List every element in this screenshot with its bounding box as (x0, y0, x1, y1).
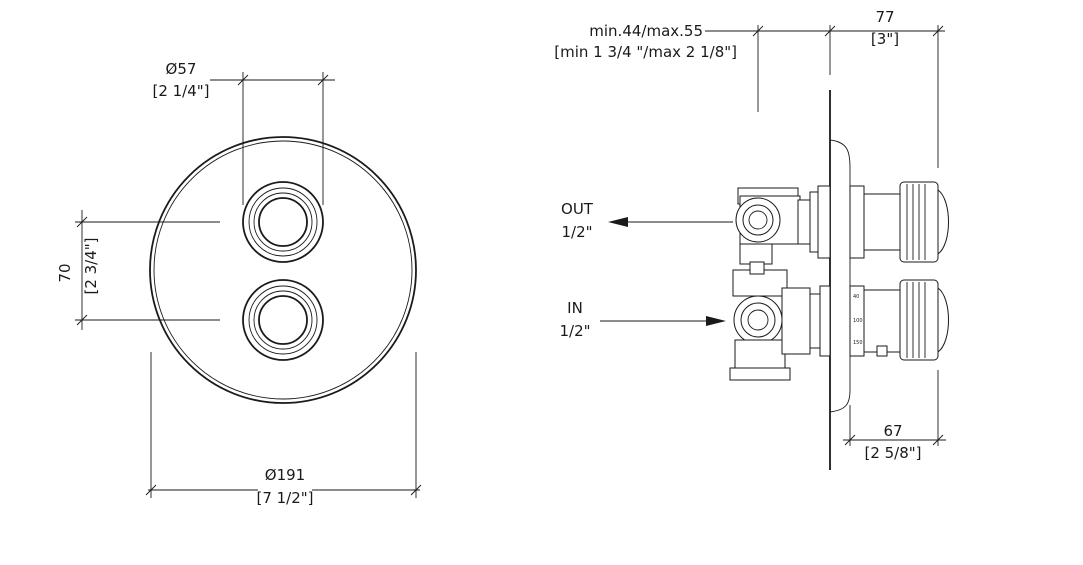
upper-knob-side (849, 181, 949, 263)
outlet-size-label: 1/2" (561, 223, 592, 241)
front-view: Ø57 [2 1/4"] 70 [2 3/4"] Ø191 [7 1/2"] (56, 60, 422, 507)
scale-mark-150: 150 (853, 340, 863, 346)
outlet-arrow (608, 217, 733, 227)
depth-range-label: min.44/max.55 (589, 22, 703, 40)
knob-diameter-label: Ø57 (166, 60, 197, 78)
knob-diameter-dimension (210, 72, 335, 205)
bottom-projection-imperial-label: [2 5/8"] (864, 444, 921, 462)
plate-diameter-imperial-label: [7 1/2"] (256, 489, 313, 507)
plate-diameter-dimension (145, 352, 422, 498)
knob-spacing-dimension (75, 210, 220, 330)
bottom-projection-label: 67 (883, 422, 902, 440)
scale-mark-100: 100 (853, 318, 863, 324)
top-projection-imperial-label: [3"] (871, 30, 899, 48)
outlet-valve-body (735, 185, 831, 265)
knob-diameter-imperial-label: [2 1/4"] (152, 82, 209, 100)
inlet-label: IN (567, 299, 583, 317)
knob-spacing-imperial-label: [2 3/4"] (82, 237, 100, 294)
knob-spacing-label: 70 (56, 263, 74, 282)
wall-plate-bevel (829, 139, 851, 413)
scale-mark-40: 40 (853, 294, 859, 300)
side-view: 40 100 150 min.44/max.55 [min 1 3/4 "/ma… (554, 8, 949, 470)
inlet-size-label: 1/2" (559, 322, 590, 340)
lower-knob-side (849, 279, 949, 361)
bottom-projection-dimension (843, 370, 946, 446)
plate-diameter-label: Ø191 (265, 466, 305, 484)
inlet-arrow (600, 316, 726, 326)
top-projection-label: 77 (875, 8, 894, 26)
top-projection-dimension (845, 25, 945, 168)
depth-range-imperial-label: [min 1 3/4 "/max 2 1/8"] (554, 43, 737, 61)
depth-range-dimension (705, 25, 845, 112)
cover-plate (149, 136, 417, 404)
outlet-label: OUT (561, 200, 594, 218)
upper-control-knob (242, 181, 324, 263)
cover-plate-inner-edge (153, 140, 413, 400)
lower-control-knob (242, 279, 324, 361)
inlet-valve-body (729, 261, 831, 381)
